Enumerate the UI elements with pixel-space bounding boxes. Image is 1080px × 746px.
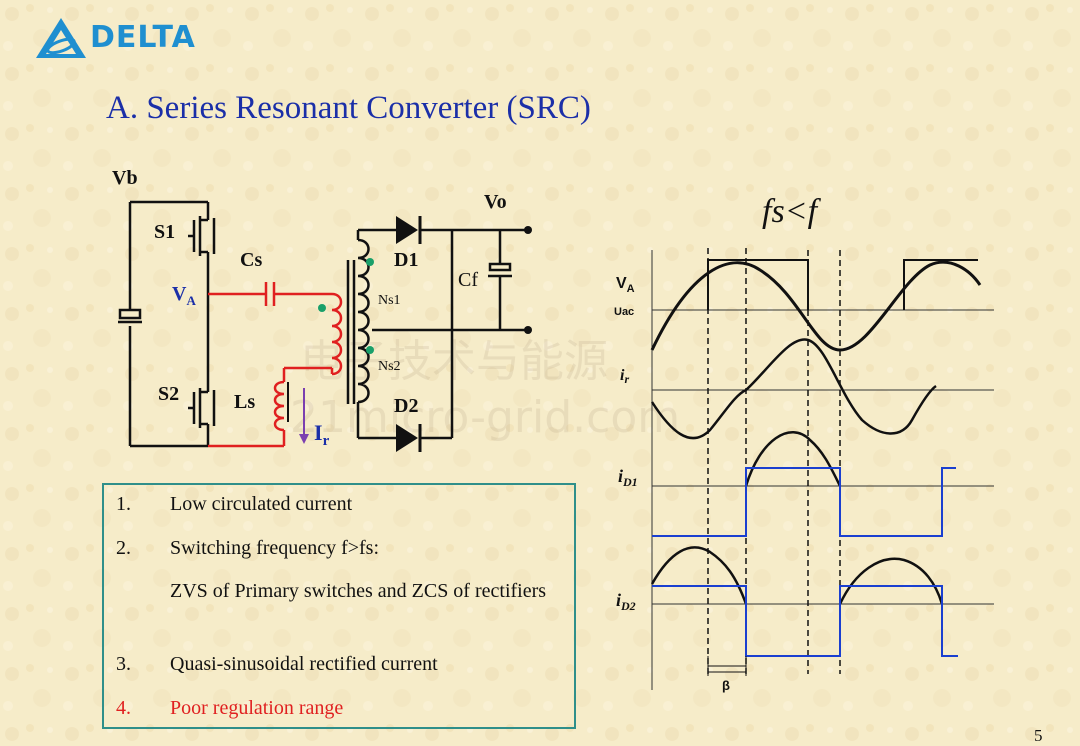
list-item-text: Quasi-sinusoidal rectified current <box>170 653 438 675</box>
delta-logo-text: DELTA <box>90 20 196 55</box>
label-ns1: Ns1 <box>378 293 401 308</box>
list-item: 1. Low circulated current <box>116 493 352 516</box>
wave-label-id1: i <box>618 466 623 486</box>
wave-label-id2-sub: D2 <box>620 599 636 613</box>
label-ir-sub: r <box>323 433 330 449</box>
wave-label-id1-sub: D1 <box>622 475 638 489</box>
label-beta: β <box>722 678 730 693</box>
wave-label-ir-sub: r <box>624 372 629 386</box>
svg-text:ir: ir <box>620 367 629 386</box>
label-s1: S1 <box>154 221 175 243</box>
label-ir: I <box>314 420 323 445</box>
wave-label-va: V <box>616 275 627 292</box>
wave-label-id2: i <box>616 590 621 610</box>
page-number: 5 <box>1034 726 1043 745</box>
label-va: V <box>172 283 187 305</box>
list-item: 4. Poor regulation range <box>116 697 343 720</box>
list-item: 3. Quasi-sinusoidal rectified current <box>116 653 438 676</box>
watermark-cn: 电子技术与能源 <box>300 336 608 387</box>
label-d2: D2 <box>394 395 418 417</box>
wave-label-uac: Uac <box>614 306 634 318</box>
label-ls: Ls <box>234 391 255 413</box>
label-va-sub: A <box>186 293 196 308</box>
src-circuit-diagram: Vb S1 S2 Cs Ls D1 D2 Vo Cf Ns1 Ns2 VA Ir <box>112 167 532 452</box>
feature-list-box: 1. Low circulated current 2. Switching fre… <box>102 483 576 729</box>
label-d1: D1 <box>394 249 418 271</box>
label-cf: Cf <box>458 269 478 291</box>
list-item-subtext: ZVS of Primary switches and ZCS of recti… <box>170 580 547 602</box>
list-item-number: 3. <box>116 653 131 675</box>
label-cs: Cs <box>240 249 262 271</box>
list-item-number: 4. <box>116 697 131 719</box>
wave-label-ir: i <box>620 367 625 384</box>
svg-text:Ir: Ir <box>314 420 330 449</box>
delta-logo: DELTA <box>34 16 196 60</box>
svg-text:VA: VA <box>172 283 196 308</box>
label-s2: S2 <box>158 383 179 405</box>
list-item-text: Low circulated current <box>170 493 353 515</box>
waveform-diagram: fs<f β VA Uac ir iD1 <box>614 193 994 693</box>
svg-text:VA: VA <box>616 275 635 295</box>
list-item: 2. Switching frequency f>fs: <box>116 537 379 560</box>
list-item-text: Switching frequency f>fs: <box>170 537 380 559</box>
svg-text:iD1: iD1 <box>618 466 638 489</box>
list-item-number: 2. <box>116 537 131 559</box>
label-vo: Vo <box>484 191 507 213</box>
slide-title: A. Series Resonant Converter (SRC) <box>106 90 591 126</box>
list-item-text: Poor regulation range <box>170 697 344 719</box>
label-ns2: Ns2 <box>378 359 401 374</box>
wave-label-va-sub: A <box>627 283 635 295</box>
delta-logo-icon <box>36 18 86 58</box>
condition-label: fs<f <box>762 193 822 230</box>
label-vb: Vb <box>112 167 138 189</box>
list-item-number: 1. <box>116 493 131 515</box>
svg-text:iD2: iD2 <box>616 590 636 613</box>
